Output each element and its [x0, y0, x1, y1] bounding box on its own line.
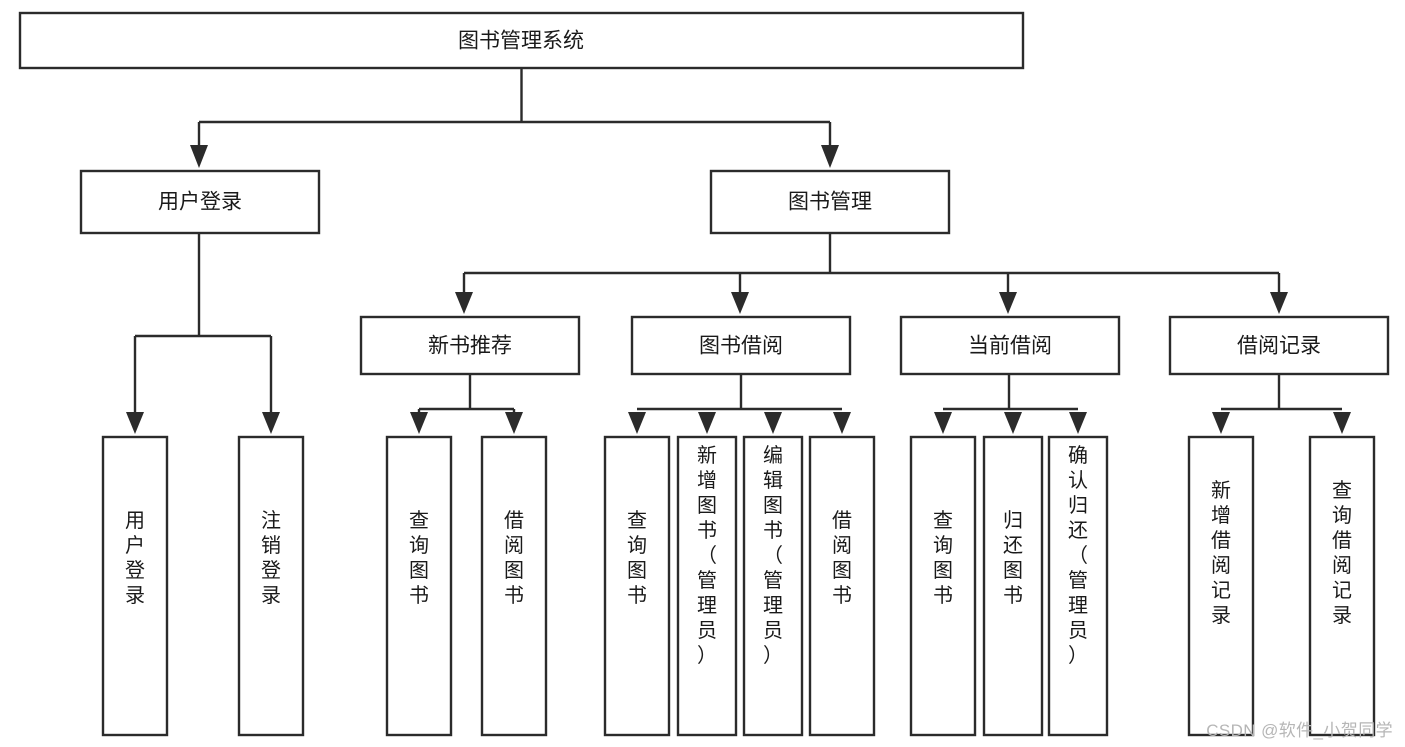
leaf-query-book-current[interactable]: 查询图书 [909, 435, 977, 737]
leaf-borrow-book[interactable]: 借阅图书 [808, 435, 876, 737]
leaf-add-book-admin[interactable]: 新增图书（管理员） [676, 435, 738, 737]
leaf-borrow-book-rect[interactable] [808, 435, 876, 737]
leaf-add-borrow-record-label: 新增借阅记录 [1211, 479, 1231, 627]
leaf-edit-book-admin[interactable]: 编辑图书（管理员） [742, 435, 804, 737]
leaf-query-book-borrow-label: 查询图书 [627, 509, 647, 607]
arrowhead-borrow-add [698, 412, 716, 434]
csdn-watermark: CSDN @软件_小贺同学 [1206, 721, 1393, 740]
leaf-query-book-borrow[interactable]: 查询图书 [603, 435, 671, 737]
node-borrow-records-label: 借阅记录 [1237, 335, 1321, 358]
arrowhead-newbook-borrow [505, 412, 523, 434]
connector-group-newbook [410, 374, 523, 434]
leaf-logout-rect[interactable] [237, 435, 305, 737]
node-current-borrow-label: 当前借阅 [968, 335, 1052, 358]
node-book-management[interactable]: 图书管理 [709, 169, 951, 235]
leaf-query-borrow-record[interactable]: 查询借阅记录 [1308, 435, 1376, 737]
leaf-query-book-newbook-rect[interactable] [385, 435, 453, 737]
arrowhead-to-borrow [731, 292, 749, 314]
node-book-borrow[interactable]: 图书借阅 [630, 315, 852, 376]
leaf-return-book[interactable]: 归还图书 [982, 435, 1044, 737]
arrowhead-to-records [1270, 292, 1288, 314]
node-book-borrow-rect[interactable] [630, 315, 852, 376]
leaf-edit-book-admin-rect[interactable] [742, 435, 804, 737]
connector-group-root [190, 68, 839, 168]
leaf-borrow-book-newbook-label: 借阅图书 [504, 509, 524, 607]
node-book-management-rect[interactable] [709, 169, 951, 235]
node-root-rect[interactable] [18, 11, 1025, 70]
node-book-management-label: 图书管理 [788, 191, 872, 214]
leaf-logout[interactable]: 注销登录 [237, 435, 305, 737]
leaf-user-login[interactable]: 用户登录 [101, 435, 169, 737]
node-borrow-records-rect[interactable] [1168, 315, 1390, 376]
arrowhead-newbook-query [410, 412, 428, 434]
node-current-borrow[interactable]: 当前借阅 [899, 315, 1121, 376]
connector-group-records [1212, 374, 1351, 434]
leaf-add-borrow-record-rect[interactable] [1187, 435, 1255, 737]
leaf-add-borrow-record[interactable]: 新增借阅记录 [1187, 435, 1255, 737]
arrowhead-records-add [1212, 412, 1230, 434]
arrowhead-root-to-bookmgmt [821, 145, 839, 168]
arrowhead-borrow-query [628, 412, 646, 434]
leaf-confirm-return-admin-rect[interactable] [1047, 435, 1109, 737]
node-root-label: 图书管理系统 [458, 30, 584, 53]
leaf-add-book-admin-rect[interactable] [676, 435, 738, 737]
leaf-return-book-label: 归还图书 [1003, 509, 1023, 607]
node-user-login-rect[interactable] [79, 169, 321, 235]
leaf-confirm-return-admin[interactable]: 确认归还（管理员） [1047, 435, 1109, 737]
leaf-query-borrow-record-rect[interactable] [1308, 435, 1376, 737]
arrowhead-current-return [1004, 412, 1022, 434]
arrowhead-to-current [999, 292, 1017, 314]
node-current-borrow-rect[interactable] [899, 315, 1121, 376]
leaf-confirm-return-admin-label: 确认归还（管理员） [1068, 444, 1088, 667]
leaf-query-book-current-rect[interactable] [909, 435, 977, 737]
arrowhead-records-query [1333, 412, 1351, 434]
leaf-borrow-book-newbook[interactable]: 借阅图书 [480, 435, 548, 737]
connector-group-bookmgmt [455, 233, 1288, 314]
node-new-book-recommend[interactable]: 新书推荐 [359, 315, 581, 376]
leaf-user-login-label: 用户登录 [125, 510, 145, 607]
arrowhead-login-user [126, 412, 144, 434]
arrowhead-borrow-lend [833, 412, 851, 434]
arrowhead-root-to-login [190, 145, 208, 168]
connector-group-current [934, 374, 1087, 434]
arrowhead-borrow-edit [764, 412, 782, 434]
leaf-query-book-newbook[interactable]: 查询图书 [385, 435, 453, 737]
arrowhead-login-logout [262, 412, 280, 434]
arrowhead-to-newbook [455, 292, 473, 314]
node-borrow-records[interactable]: 借阅记录 [1168, 315, 1390, 376]
leaf-add-book-admin-label: 新增图书（管理员） [697, 444, 717, 667]
leaf-query-book-newbook-label: 查询图书 [409, 509, 429, 607]
connector-group-borrow [628, 374, 851, 434]
leaf-borrow-book-label: 借阅图书 [832, 509, 852, 607]
node-new-book-recommend-rect[interactable] [359, 315, 581, 376]
leaf-query-book-current-label: 查询图书 [933, 509, 953, 607]
arrowhead-current-confirm [1069, 412, 1087, 434]
leaf-query-borrow-record-label: 查询借阅记录 [1332, 479, 1352, 627]
leaf-user-login-rect[interactable] [101, 435, 169, 737]
arrowhead-current-query [934, 412, 952, 434]
leaf-return-book-rect[interactable] [982, 435, 1044, 737]
leaf-borrow-book-newbook-rect[interactable] [480, 435, 548, 737]
node-user-login[interactable]: 用户登录 [79, 169, 321, 235]
node-book-borrow-label: 图书借阅 [699, 335, 783, 358]
leaf-edit-book-admin-label: 编辑图书（管理员） [763, 444, 783, 667]
node-new-book-recommend-label: 新书推荐 [428, 335, 512, 358]
connector-group-login [126, 233, 280, 434]
leaf-query-book-borrow-rect[interactable] [603, 435, 671, 737]
node-root[interactable]: 图书管理系统 [18, 11, 1025, 70]
leaf-logout-label: 注销登录 [261, 509, 281, 607]
node-user-login-label: 用户登录 [158, 191, 242, 214]
